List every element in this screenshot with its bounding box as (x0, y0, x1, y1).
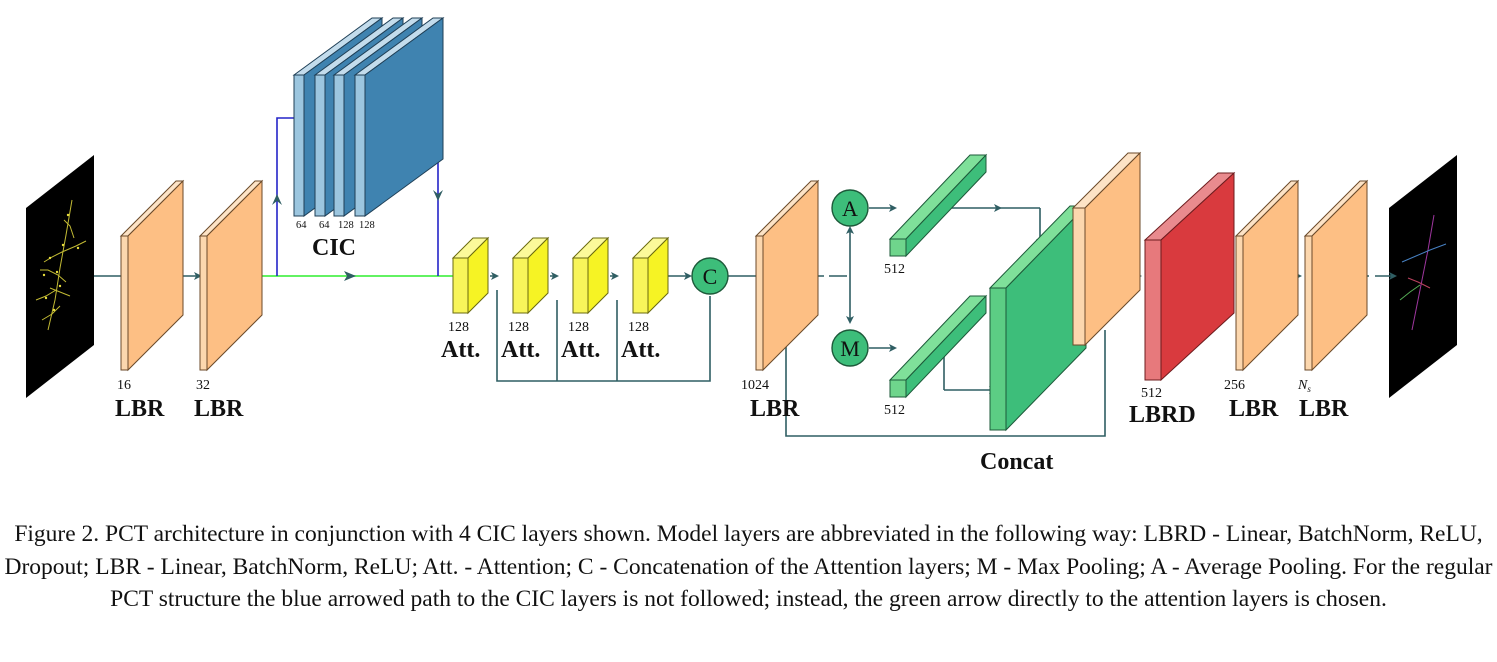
concat-block: Concat (980, 204, 1088, 475)
lbr3-dim: 1024 (741, 378, 769, 393)
cic-label: CIC (312, 235, 356, 261)
svg-text:512: 512 (884, 403, 905, 418)
green-path-arrow (232, 271, 462, 281)
att2-dim: 128 (508, 320, 529, 335)
svg-text:512: 512 (1141, 386, 1162, 401)
lbrd-label: LBRD (1129, 402, 1196, 428)
lbrd-block: 512 LBRD (1129, 171, 1236, 428)
svg-text:512: 512 (884, 262, 905, 277)
cic-dim-2: 64 (319, 220, 330, 231)
cic-dim-4: 128 (359, 220, 375, 231)
lbr1-block (119, 179, 185, 372)
lbr5-dim: Ns (1297, 378, 1311, 394)
att1-dim: 128 (448, 320, 469, 335)
pct-architecture-diagram: 64 64 128 128 CIC C A M 512 512 Concat (26, 17, 1457, 475)
lbr2-block (198, 179, 264, 372)
att4-block (631, 236, 670, 315)
lbr3-block (754, 179, 820, 372)
concat-node: C (691, 257, 729, 295)
max-pool-output-bar: 512 (884, 294, 988, 418)
avg-pool-node: A (831, 189, 869, 227)
lbr-post-concat-block (1071, 151, 1142, 347)
lbr1-label: LBR (115, 396, 165, 422)
att2-label: Att. (501, 337, 540, 363)
lbr4-dim: 256 (1224, 378, 1245, 393)
att2-block (511, 236, 550, 315)
lbr2-label: LBR (194, 396, 244, 422)
concat-label: Concat (980, 449, 1053, 475)
att3-block (571, 236, 610, 315)
cic-slab-4 (353, 17, 445, 217)
svg-text:M: M (840, 336, 860, 361)
cic-dim-3: 128 (338, 220, 354, 231)
lbr5-label: LBR (1299, 396, 1349, 422)
att1-label: Att. (441, 337, 480, 363)
att4-dim: 128 (628, 320, 649, 335)
att3-label: Att. (561, 337, 600, 363)
figure-caption: Figure 2. PCT architecture in conjunctio… (4, 521, 1493, 612)
att1-block (451, 236, 490, 315)
lbr1-dim: 16 (117, 378, 131, 393)
input-point-cloud (26, 155, 94, 398)
output-point-cloud (1389, 155, 1457, 398)
att4-label: Att. (621, 337, 660, 363)
cic-dim-1: 64 (296, 220, 307, 231)
svg-text:A: A (842, 196, 858, 221)
lbr2-dim: 32 (196, 378, 210, 393)
att3-dim: 128 (568, 320, 589, 335)
svg-text:C: C (703, 264, 718, 289)
cic-block: 64 64 128 128 CIC (292, 17, 445, 261)
max-pool-node: M (831, 329, 869, 367)
avg-pool-output-bar: 512 (884, 153, 988, 277)
lbr4-block (1234, 179, 1300, 372)
lbr5-block (1303, 179, 1369, 372)
lbr3-label: LBR (750, 396, 800, 422)
lbr4-label: LBR (1229, 396, 1279, 422)
